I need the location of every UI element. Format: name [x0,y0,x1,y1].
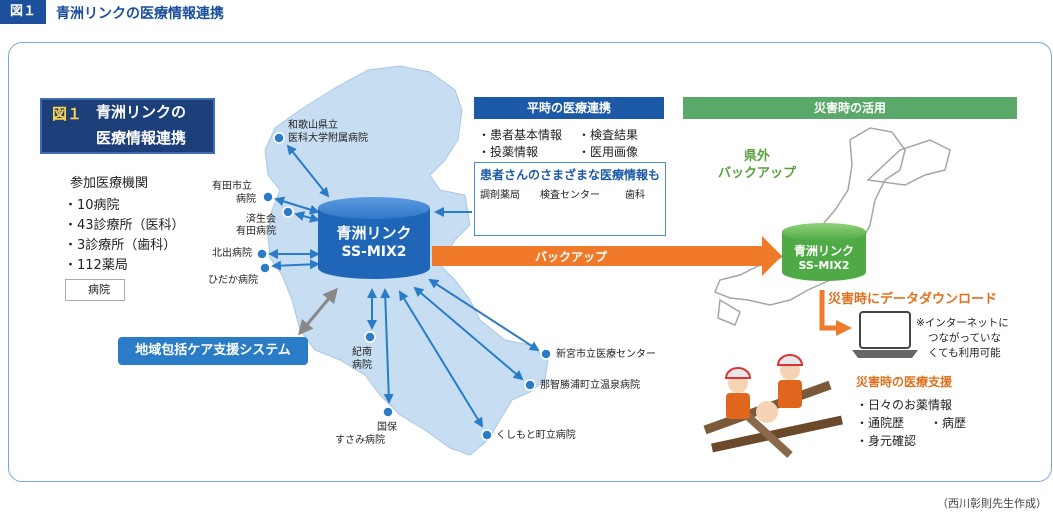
pref-out-line2: バックアップ [717,166,796,181]
figure-title: 青洲リンクの医療情報連携 [56,6,224,22]
download-arrow [819,290,838,331]
backup-db-system: SS-MIX2 [798,259,850,272]
rescue-illustration [703,354,843,458]
support-item: ・通院歴 [856,416,905,430]
hospital-label-arida-2: 病院 [236,194,256,205]
patient-info-box [474,162,666,236]
normal-item: ・検査結果 [578,128,639,142]
source-dentist: 歯科 [625,190,645,201]
legend-label: 病院 [88,283,110,296]
source-lab: 検査センター [540,190,600,201]
support-item: ・日々のお薬情報 [856,398,953,412]
diagram-title-line1: 青洲リンクの [96,103,187,121]
hospital-label-kokuho-1: 国保 [377,422,397,433]
normal-item: ・患者基本情報 [478,128,563,142]
hospital-label-kinan-1: 紀南 [352,347,372,358]
pref-out-line1: 県外 [743,149,770,164]
figure-tag: 図１ [0,0,46,24]
hub-system: SS-MIX2 [341,244,407,260]
download-label: 災害時にデータダウンロード [828,292,998,307]
backup-arrow-label: バックアップ [535,250,608,264]
backup-arrow [432,236,782,276]
diagram-title-number: 図１ [52,105,83,123]
credit: （西川彰則先生作成） [937,497,1047,510]
hospital-label-saiseikai-2: 有田病院 [236,226,276,237]
participants-item: ・10病院 [64,198,120,213]
normal-item: ・医用画像 [578,145,639,159]
support-heading: 災害時の医療支援 [856,375,953,389]
hub-name: 青洲リンク [336,224,412,242]
source-pharmacy: 調剤薬局 [480,190,520,201]
hospital-label-kushimoto: くしもと町立病院 [496,430,576,441]
hospital-label-arida-1: 有田市立 [212,181,252,192]
patient-info-heading: 患者さんのさまざまな医療情報も [479,168,660,182]
laptop-icon [852,311,918,358]
hospital-label-saiseikai-1: 済生会 [246,214,276,225]
support-item: ・身元確認 [856,434,917,448]
participants-item: ・112薬局 [64,258,128,273]
hospital-label-wakayama-1: 和歌山県立 [288,120,338,131]
pref-out-label: 県外 バックアップ [715,148,799,182]
note-line2: つながっていな [928,332,1001,344]
participants-item: ・3診療所（歯科） [64,238,177,253]
legend-box [65,279,125,301]
participants-heading: 参加医療機関 [70,176,149,191]
hospital-label-wakayama-2: 医科大学附属病院 [288,133,368,144]
diagram-title-box [40,98,215,154]
normal-heading: 平時の医療連携 [474,97,664,119]
community-care-bubble: 地域包括ケア支援システム [118,337,308,365]
support-item: ・病歴 [930,416,967,430]
hospital-label-hidaka: ひだか病院 [208,275,258,286]
note-line3: くても利用可能 [928,347,1001,359]
hospital-label-kitade: 北出病院 [212,248,252,259]
hospital-label-shingu: 新宮市立医療センター [556,349,656,360]
normal-item: ・投薬情報 [478,145,539,159]
hospital-label-kokuho-2: すさみ病院 [335,435,385,446]
disaster-heading: 災害時の活用 [683,97,1017,119]
backup-db-name: 青洲リンク [793,244,854,258]
hospital-label-kinan-2: 病院 [352,360,372,371]
diagram-title-line2: 医療情報連携 [96,129,187,147]
hospital-label-nachi: 那智勝浦町立温泉病院 [540,380,640,391]
hub-cylinder [318,197,430,279]
note-line1: ※インターネットに [916,317,1009,329]
backup-cylinder [782,223,866,281]
participants-item: ・43診療所（医科） [64,218,185,233]
